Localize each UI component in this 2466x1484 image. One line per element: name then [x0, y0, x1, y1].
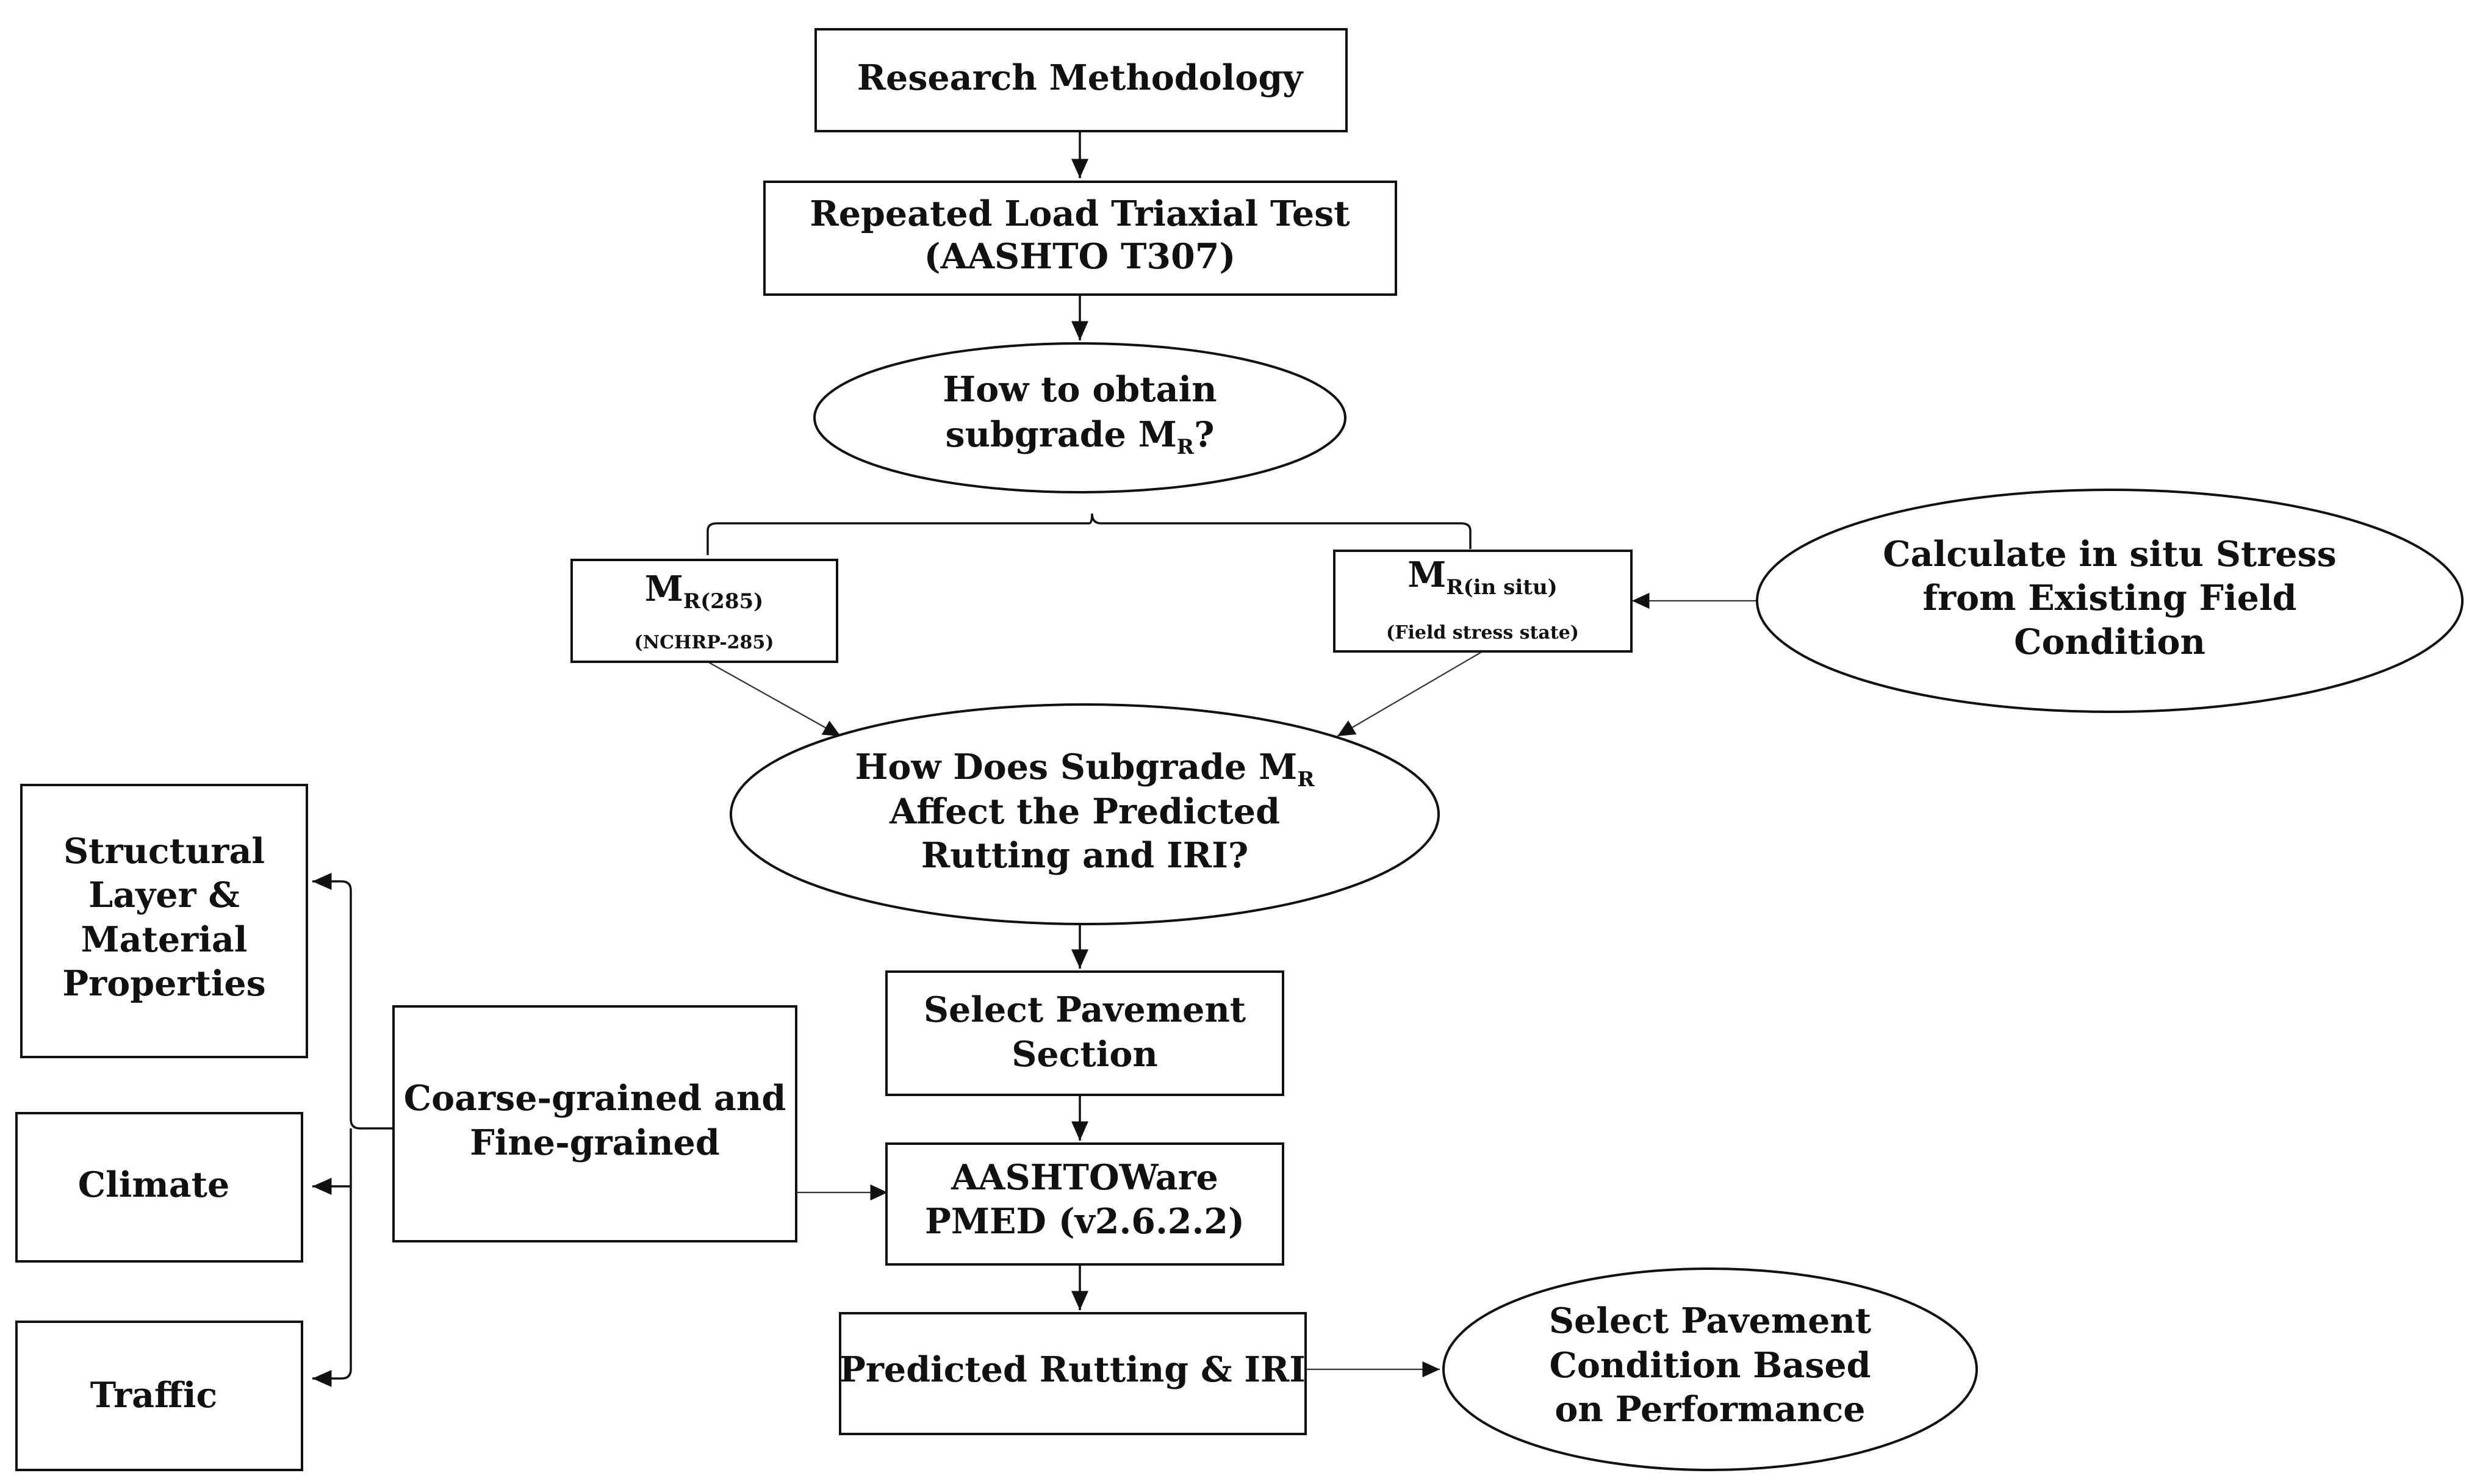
node-mr285: MR(285) (NCHRP-285)	[570, 559, 838, 663]
structural-line2: Layer &	[88, 875, 240, 916]
node-coarse-fine: Coarse-grained and Fine-grained	[392, 1005, 797, 1242]
mr285-label: MR(285)	[645, 568, 764, 614]
select-condition-line2: Condition Based	[1550, 1345, 1871, 1386]
structural-line3: Material	[81, 919, 248, 960]
select-section-line1: Select Pavement	[924, 989, 1246, 1030]
node-select-section: Select Pavement Section	[885, 970, 1284, 1096]
research-methodology-label: Research Methodology	[857, 57, 1304, 98]
climate-label: Climate	[78, 1164, 230, 1205]
coarse-fine-line1: Coarse-grained and	[404, 1078, 786, 1119]
node-mr-insitu: MR(in situ) (Field stress state)	[1333, 550, 1633, 653]
calc-insitu-line2: from Existing Field	[1923, 578, 2297, 618]
node-calc-insitu: Calculate in situ Stress from Existing F…	[1756, 489, 2464, 713]
rlt-test-line1: Repeated Load Triaxial Test	[810, 193, 1350, 234]
how-to-obtain-line2-text: subgrade M	[946, 414, 1177, 455]
node-climate: Climate	[15, 1112, 303, 1263]
mr-insitu-note: (Field stress state)	[1386, 622, 1579, 643]
brace-obtain-split	[706, 513, 1472, 555]
mr285-sub: R(285)	[683, 589, 763, 614]
select-condition-line1: Select Pavement	[1549, 1300, 1872, 1341]
how-to-obtain-line1: How to obtain	[943, 369, 1217, 410]
how-to-obtain-line2: subgrade MR?	[946, 414, 1215, 459]
structural-line4: Properties	[62, 963, 265, 1004]
node-structural: Structural Layer & Material Properties	[20, 784, 308, 1058]
aashtoware-line2: PMED (v2.6.2.2)	[925, 1201, 1245, 1242]
brace-inputs	[312, 873, 394, 1130]
arrow-mr285-to-affect	[707, 661, 841, 737]
how-affect-line1-text: How Does Subgrade M	[855, 747, 1297, 787]
mr285-main: M	[645, 568, 683, 609]
mr-insitu-main: M	[1407, 554, 1446, 595]
traffic-label: Traffic	[90, 1375, 217, 1416]
node-research-methodology: Research Methodology	[814, 28, 1348, 132]
node-how-affect: How Does Subgrade MR Affect the Predicte…	[730, 703, 1440, 925]
mr285-note: (NCHRP-285)	[634, 632, 774, 653]
node-aashtoware: AASHTOWare PMED (v2.6.2.2)	[885, 1142, 1284, 1266]
node-traffic: Traffic	[15, 1321, 303, 1471]
node-how-to-obtain: How to obtain subgrade MR?	[813, 342, 1346, 493]
how-affect-line2: Affect the Predicted	[889, 791, 1280, 832]
how-to-obtain-line2-sub: R	[1177, 435, 1195, 459]
brace-lower	[312, 1128, 352, 1387]
predicted-label: Predicted Rutting & IRI	[839, 1349, 1306, 1390]
rlt-test-line2: (AASHTO T307)	[924, 236, 1236, 277]
aashtoware-line1: AASHTOWare	[951, 1157, 1218, 1198]
node-select-condition: Select Pavement Condition Based on Perfo…	[1442, 1267, 1978, 1471]
calc-insitu-line1: Calculate in situ Stress	[1883, 534, 2336, 575]
how-affect-line1: How Does Subgrade MR	[855, 747, 1315, 792]
select-section-line2: Section	[1012, 1034, 1158, 1075]
select-condition-line3: on Performance	[1555, 1389, 1865, 1430]
mr-insitu-sub: R(in situ)	[1446, 575, 1557, 600]
arrow-mrinsitu-to-affect	[1337, 651, 1483, 737]
how-affect-line3: Rutting and IRI?	[921, 835, 1248, 876]
calc-insitu-line3: Condition	[2014, 622, 2205, 662]
structural-line1: Structural	[63, 831, 265, 872]
how-affect-line1-sub: R	[1297, 767, 1315, 792]
coarse-fine-line2: Fine-grained	[470, 1122, 720, 1163]
connectors	[312, 131, 1757, 1387]
node-rlt-test: Repeated Load Triaxial Test (AASHTO T307…	[763, 181, 1397, 296]
how-to-obtain-line2-end: ?	[1194, 414, 1214, 455]
node-predicted: Predicted Rutting & IRI	[839, 1312, 1307, 1435]
mr-insitu-label: MR(in situ)	[1407, 554, 1558, 600]
